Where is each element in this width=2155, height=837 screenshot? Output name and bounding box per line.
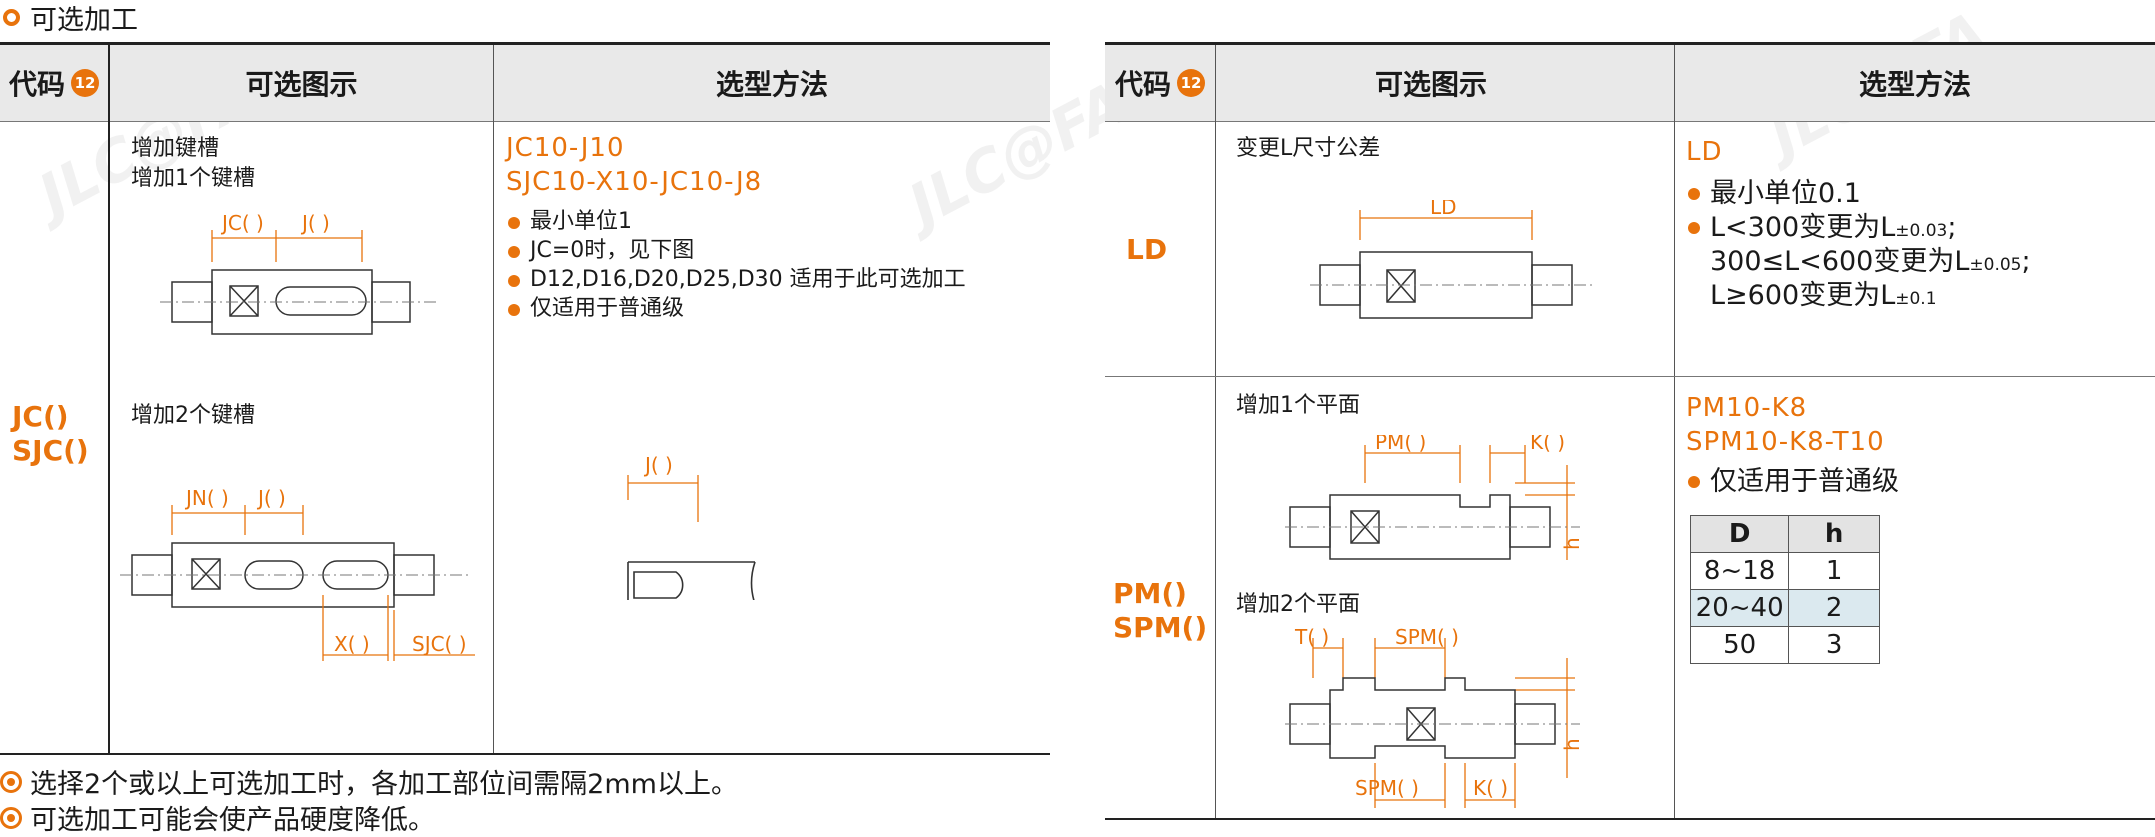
keyway-one-label: 增加1个键槽 (131, 166, 255, 191)
header-method-right: 选型方法 (1858, 68, 1971, 101)
flat-two-label: 增加2个平面 (1236, 592, 1360, 617)
table-row-highlighted: 20~40 2 (1689, 589, 1880, 627)
section-title: 可选加工 (0, 0, 138, 36)
code-pm: PM() SPM() (1113, 577, 1208, 644)
dim-x: X( ) (334, 632, 370, 656)
bullet: 最小单位0.1 (1686, 177, 1956, 211)
bullet: 仅适用于普通级 (1686, 465, 1899, 499)
dim-h: h (1560, 537, 1584, 550)
ld-tol-line-2: 300≤L<600变更为L±0.05; (1710, 246, 2031, 277)
keyway-two-label: 增加2个键槽 (131, 403, 255, 428)
badge-12-icon: 12 (71, 69, 99, 97)
table-row: 50 3 (1689, 626, 1880, 664)
dim-j-detail: J( ) (643, 453, 673, 477)
note-2: 可选加工可能会使产品硬度降低。 (0, 798, 435, 837)
sel-code-ld: LD (1686, 137, 1723, 167)
dim-j: J( ) (300, 211, 330, 235)
code-ld: LD (1126, 233, 1168, 266)
sel-code-sjc: SJC10-X10-JC10-J8 (506, 167, 763, 197)
ring-bullet-icon (3, 8, 20, 26)
ld-bullets: 最小单位0.1 L<300变更为L±0.03; (1686, 177, 1956, 248)
bullet: D12,D16,D20,D25,D30 适用于此可选加工 (506, 265, 966, 294)
badge-12-icon: 12 (1177, 69, 1205, 97)
dim-jn: JN( ) (184, 486, 229, 510)
d-h-table: D h 8~18 1 20~40 2 50 3 (1689, 515, 1880, 664)
flat-one-label: 增加1个平面 (1236, 393, 1360, 418)
ld-label: 变更L尺寸公差 (1236, 136, 1381, 161)
dim-jc: JC( ) (220, 211, 264, 235)
dim-spm-top: SPM( ) (1395, 628, 1459, 649)
dim-h2: h (1560, 738, 1584, 751)
sel-code-spm: SPM10-K8-T10 (1686, 427, 1885, 457)
th-h: h (1788, 515, 1880, 553)
dim-t: T( ) (1294, 628, 1329, 649)
pm-bullets: 仅适用于普通级 (1686, 465, 1899, 499)
dim-j2: J( ) (256, 486, 286, 510)
bullet: 仅适用于普通级 (506, 294, 966, 323)
bullet: 最小单位1 (506, 207, 966, 236)
th-d: D (1689, 515, 1790, 553)
flat-one-diagram: PM( ) K( ) h (1285, 435, 1584, 560)
keyway-title: 增加键槽 (131, 136, 220, 161)
note-1: 选择2个或以上可选加工时，各加工部位间需隔2mm以上。 (0, 762, 738, 801)
code-jc: JC() SJC() (12, 400, 89, 467)
header-diagram: 可选图示 (245, 68, 358, 101)
dim-sjc: SJC( ) (412, 632, 467, 656)
target-bullet-icon (0, 806, 22, 829)
dim-spm-bottom: SPM( ) (1355, 776, 1419, 800)
left-bullets: 最小单位1 JC=0时，见下图 D12,D16,D20,D25,D30 适用于此… (506, 207, 966, 323)
sel-code-pm: PM10-K8 (1686, 393, 1808, 423)
target-bullet-icon (0, 770, 22, 793)
header-diagram-right: 可选图示 (1374, 68, 1487, 101)
ld-shaft-diagram: LD (1310, 200, 1595, 319)
header-method: 选型方法 (715, 68, 828, 101)
dim-pm: PM( ) (1375, 435, 1426, 454)
shaft-one-keyway-diagram: JC( ) J( ) (160, 211, 440, 335)
table-header-row: D h (1689, 515, 1880, 553)
dim-ld: LD (1430, 200, 1457, 219)
shaft-two-keyway-diagram: JN( ) J( ) X( ) SJC( ) (120, 486, 475, 661)
dim-k2: K( ) (1473, 776, 1508, 800)
flat-two-diagram: T( ) SPM( ) SPM( ) K( ) h (1285, 628, 1584, 808)
bullet: L<300变更为L±0.03; (1686, 211, 1956, 248)
dim-k: K( ) (1530, 435, 1565, 454)
table-row: 8~18 1 (1689, 552, 1880, 590)
ld-tol-line-3: L≥600变更为L±0.1 (1710, 280, 1937, 311)
keyway-end-detail-diagram: J( ) (627, 453, 756, 600)
sel-code-jc: JC10-J10 (506, 133, 625, 163)
bullet: JC=0时，见下图 (506, 236, 966, 265)
